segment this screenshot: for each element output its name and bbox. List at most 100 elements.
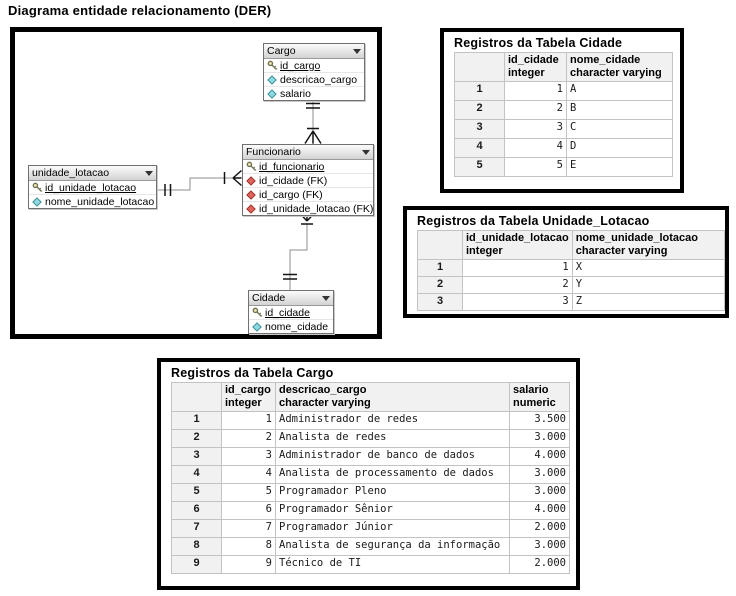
entity-attribute: id_cidade	[249, 306, 333, 320]
cell: 3	[462, 293, 573, 312]
cell: 7	[221, 519, 276, 539]
fk-icon	[246, 203, 259, 214]
cell: Administrador de redes	[275, 411, 510, 431]
cell: 2.000	[509, 555, 570, 575]
entity-attribute: id_cidade (FK)	[243, 174, 373, 188]
cell: 4.000	[509, 501, 570, 521]
cell: Analista de redes	[275, 429, 510, 449]
relationship-lines	[156, 98, 322, 290]
chevron-down-icon[interactable]	[353, 48, 361, 54]
entity-attribute: nome_unidade_lotacao	[29, 195, 156, 208]
records-panel-unidade-lotacao: Registros da Tabela Unidade_Lotacao id_u…	[403, 206, 729, 318]
records-panel-title: Registros da Tabela Unidade_Lotacao	[417, 214, 650, 228]
attribute-label: id_unidade_lotacao (FK)	[259, 202, 373, 215]
page-title: Diagrama entidade relacionamento (DER)	[8, 3, 272, 18]
chevron-down-icon[interactable]	[362, 149, 370, 155]
row-number-cell: 3	[417, 293, 463, 312]
records-panel-title: Registros da Tabela Cargo	[171, 366, 334, 380]
row-number-cell: 2	[171, 429, 222, 449]
entity-header: unidade_lotacao	[29, 166, 156, 181]
row-number-cell: 8	[171, 537, 222, 557]
entity-attribute: id_funcionario	[243, 160, 373, 174]
column-icon	[252, 321, 265, 332]
cell: 1	[462, 259, 573, 278]
cell: Técnico de TI	[275, 555, 510, 575]
cell: 2	[504, 100, 567, 121]
cell: 3.000	[509, 483, 570, 503]
row-number-header	[171, 381, 222, 413]
cell: 3.000	[509, 537, 570, 557]
row-number-cell: 2	[417, 276, 463, 295]
row-number-cell: 2	[454, 100, 505, 121]
cell: Z	[571, 293, 725, 312]
attribute-label: id_cidade	[265, 306, 310, 319]
cell: 2.000	[509, 519, 570, 539]
cell: 3.000	[509, 429, 570, 449]
entity-header: Funcionario	[243, 145, 373, 160]
column-icon	[32, 196, 45, 207]
row-number-cell: 5	[171, 483, 222, 503]
fk-icon	[246, 175, 259, 186]
row-number-cell: 1	[417, 259, 463, 278]
attribute-label: id_funcionario	[259, 160, 325, 173]
chevron-down-icon[interactable]	[322, 295, 330, 301]
cell: Y	[571, 276, 725, 295]
key-icon	[252, 307, 265, 318]
cell: 4	[221, 465, 276, 485]
cell: X	[571, 259, 725, 278]
cell: 3.500	[509, 411, 570, 431]
cell: 5	[221, 483, 276, 503]
column-icon	[267, 88, 280, 99]
cell: A	[566, 81, 673, 102]
column-icon	[267, 74, 280, 85]
cell: 8	[221, 537, 276, 557]
row-number-cell: 4	[454, 138, 505, 159]
cell: E	[566, 157, 673, 178]
cell: Administrador de banco de dados	[275, 447, 510, 467]
cell: 5	[504, 157, 567, 178]
row-number-cell: 6	[171, 501, 222, 521]
cell: Analista de segurança da informação	[275, 537, 510, 557]
cell: 3	[504, 119, 567, 140]
chevron-down-icon[interactable]	[145, 170, 153, 176]
cell: 4	[504, 138, 567, 159]
attribute-label: descricao_cargo	[280, 73, 358, 86]
fk-icon	[246, 189, 259, 200]
entity-title: Funcionario	[246, 146, 301, 158]
row-number-header	[417, 229, 463, 261]
entity-title: Cargo	[267, 45, 296, 57]
entity-attribute: salario	[264, 87, 364, 100]
entity-attribute: id_unidade_lotacao	[29, 181, 156, 195]
cell: C	[566, 119, 673, 140]
